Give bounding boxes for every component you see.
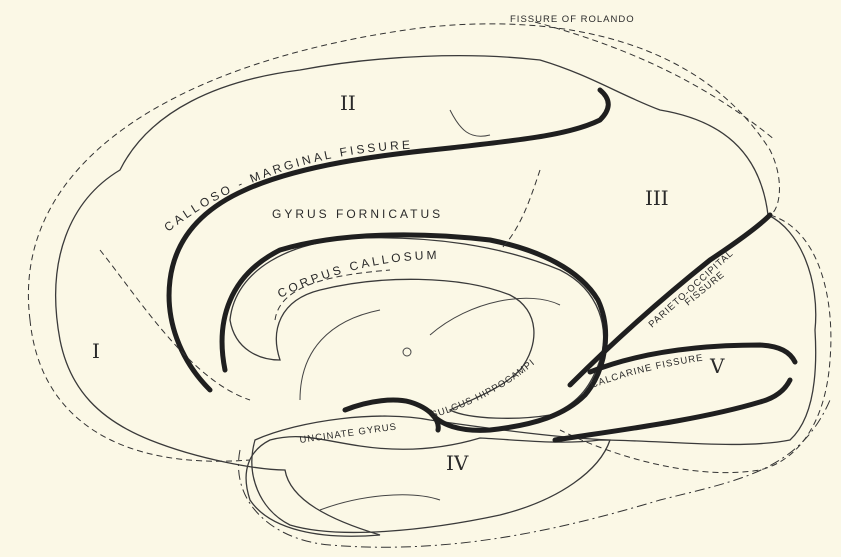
region-label-I: I xyxy=(92,339,100,363)
corpus-callosum-body xyxy=(230,238,604,419)
label-gyrus-fornicatus: GYRUS FORNICATUS xyxy=(272,207,443,221)
label-sulcus-hippocampi: SULCUS HIPPOCAMPI xyxy=(430,357,538,421)
label-sulcus-hippocampi-textpath: SULCUS HIPPOCAMPI xyxy=(430,357,538,421)
temporal-gyrus-line xyxy=(320,495,440,510)
rolando-dashed-line xyxy=(535,22,775,140)
label-parieto-occipital: PARIETO-OCCIPITAL xyxy=(647,248,736,330)
region-label-II: II xyxy=(340,91,356,115)
outer-dashed-boundary xyxy=(28,24,779,320)
label-calcarine-fissure: CALCARINE FISSURE xyxy=(589,353,704,391)
mammillary-body xyxy=(403,348,411,356)
lower-dashed-boundary xyxy=(30,320,250,461)
central-dashed-path xyxy=(500,170,540,250)
label-parieto-occipital-textpath: PARIETO-OCCIPITAL xyxy=(647,248,736,330)
calloso-marginal-fissure xyxy=(169,90,608,390)
label-calcarine-textpath: CALCARINE FISSURE xyxy=(589,353,704,391)
label-uncinate-gyrus: UNCINATE GYRUS xyxy=(299,421,398,446)
label-corpus-callosum-textpath: CORPUS CALLOSUM xyxy=(275,248,440,301)
inner-arc xyxy=(430,298,560,335)
region-label-IV: IV xyxy=(446,451,469,475)
fornix-arc xyxy=(300,310,380,400)
sulcus-line xyxy=(450,110,490,136)
label-corpus-callosum: CORPUS CALLOSUM xyxy=(275,248,440,301)
region-label-V: V xyxy=(709,354,725,378)
label-fissure-of-rolando: FISSURE OF ROLANDO xyxy=(510,14,635,25)
region-label-III: III xyxy=(645,186,669,210)
